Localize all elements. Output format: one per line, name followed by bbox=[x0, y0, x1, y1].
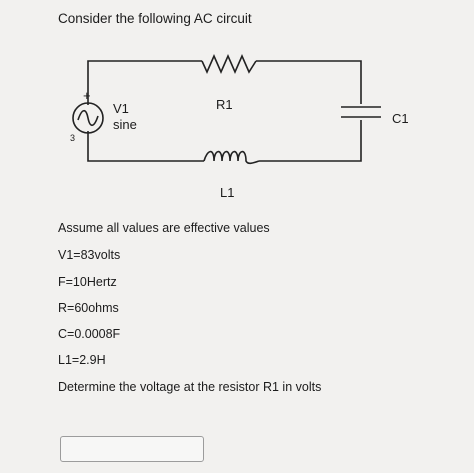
given-resistance: R=60ohms bbox=[58, 301, 119, 315]
resistor-r1-symbol bbox=[201, 54, 257, 74]
inductor-l1-symbol bbox=[203, 150, 260, 165]
top-right-wire bbox=[256, 60, 362, 104]
given-inductance: L1=2.9H bbox=[58, 353, 106, 367]
resistor-label: R1 bbox=[216, 97, 233, 112]
circuit-diagram: + V1 sine 3 R1 C1 L1 bbox=[70, 54, 409, 200]
bottom-right-wire bbox=[259, 120, 362, 162]
ac-source-symbol bbox=[72, 102, 104, 134]
bottom-left-wire bbox=[87, 131, 204, 162]
answer-input[interactable] bbox=[60, 436, 204, 462]
source-node-mark: 3 bbox=[70, 133, 75, 143]
source-name-label: V1 bbox=[113, 101, 129, 116]
capacitor-label: C1 bbox=[392, 111, 409, 126]
top-wire bbox=[87, 60, 202, 105]
question-title: Consider the following AC circuit bbox=[58, 11, 252, 26]
sine-icon bbox=[77, 109, 99, 127]
intro-text: Assume all values are effective values bbox=[58, 221, 270, 235]
source-type-label: sine bbox=[113, 117, 137, 132]
given-capacitance: C=0.0008F bbox=[58, 327, 121, 341]
inductor-label: L1 bbox=[220, 185, 234, 200]
given-frequency: F=10Hertz bbox=[58, 275, 117, 289]
question-prompt: Determine the voltage at the resistor R1… bbox=[58, 380, 322, 394]
source-plus-sign: + bbox=[83, 88, 91, 103]
given-voltage: V1=83volts bbox=[58, 248, 121, 262]
